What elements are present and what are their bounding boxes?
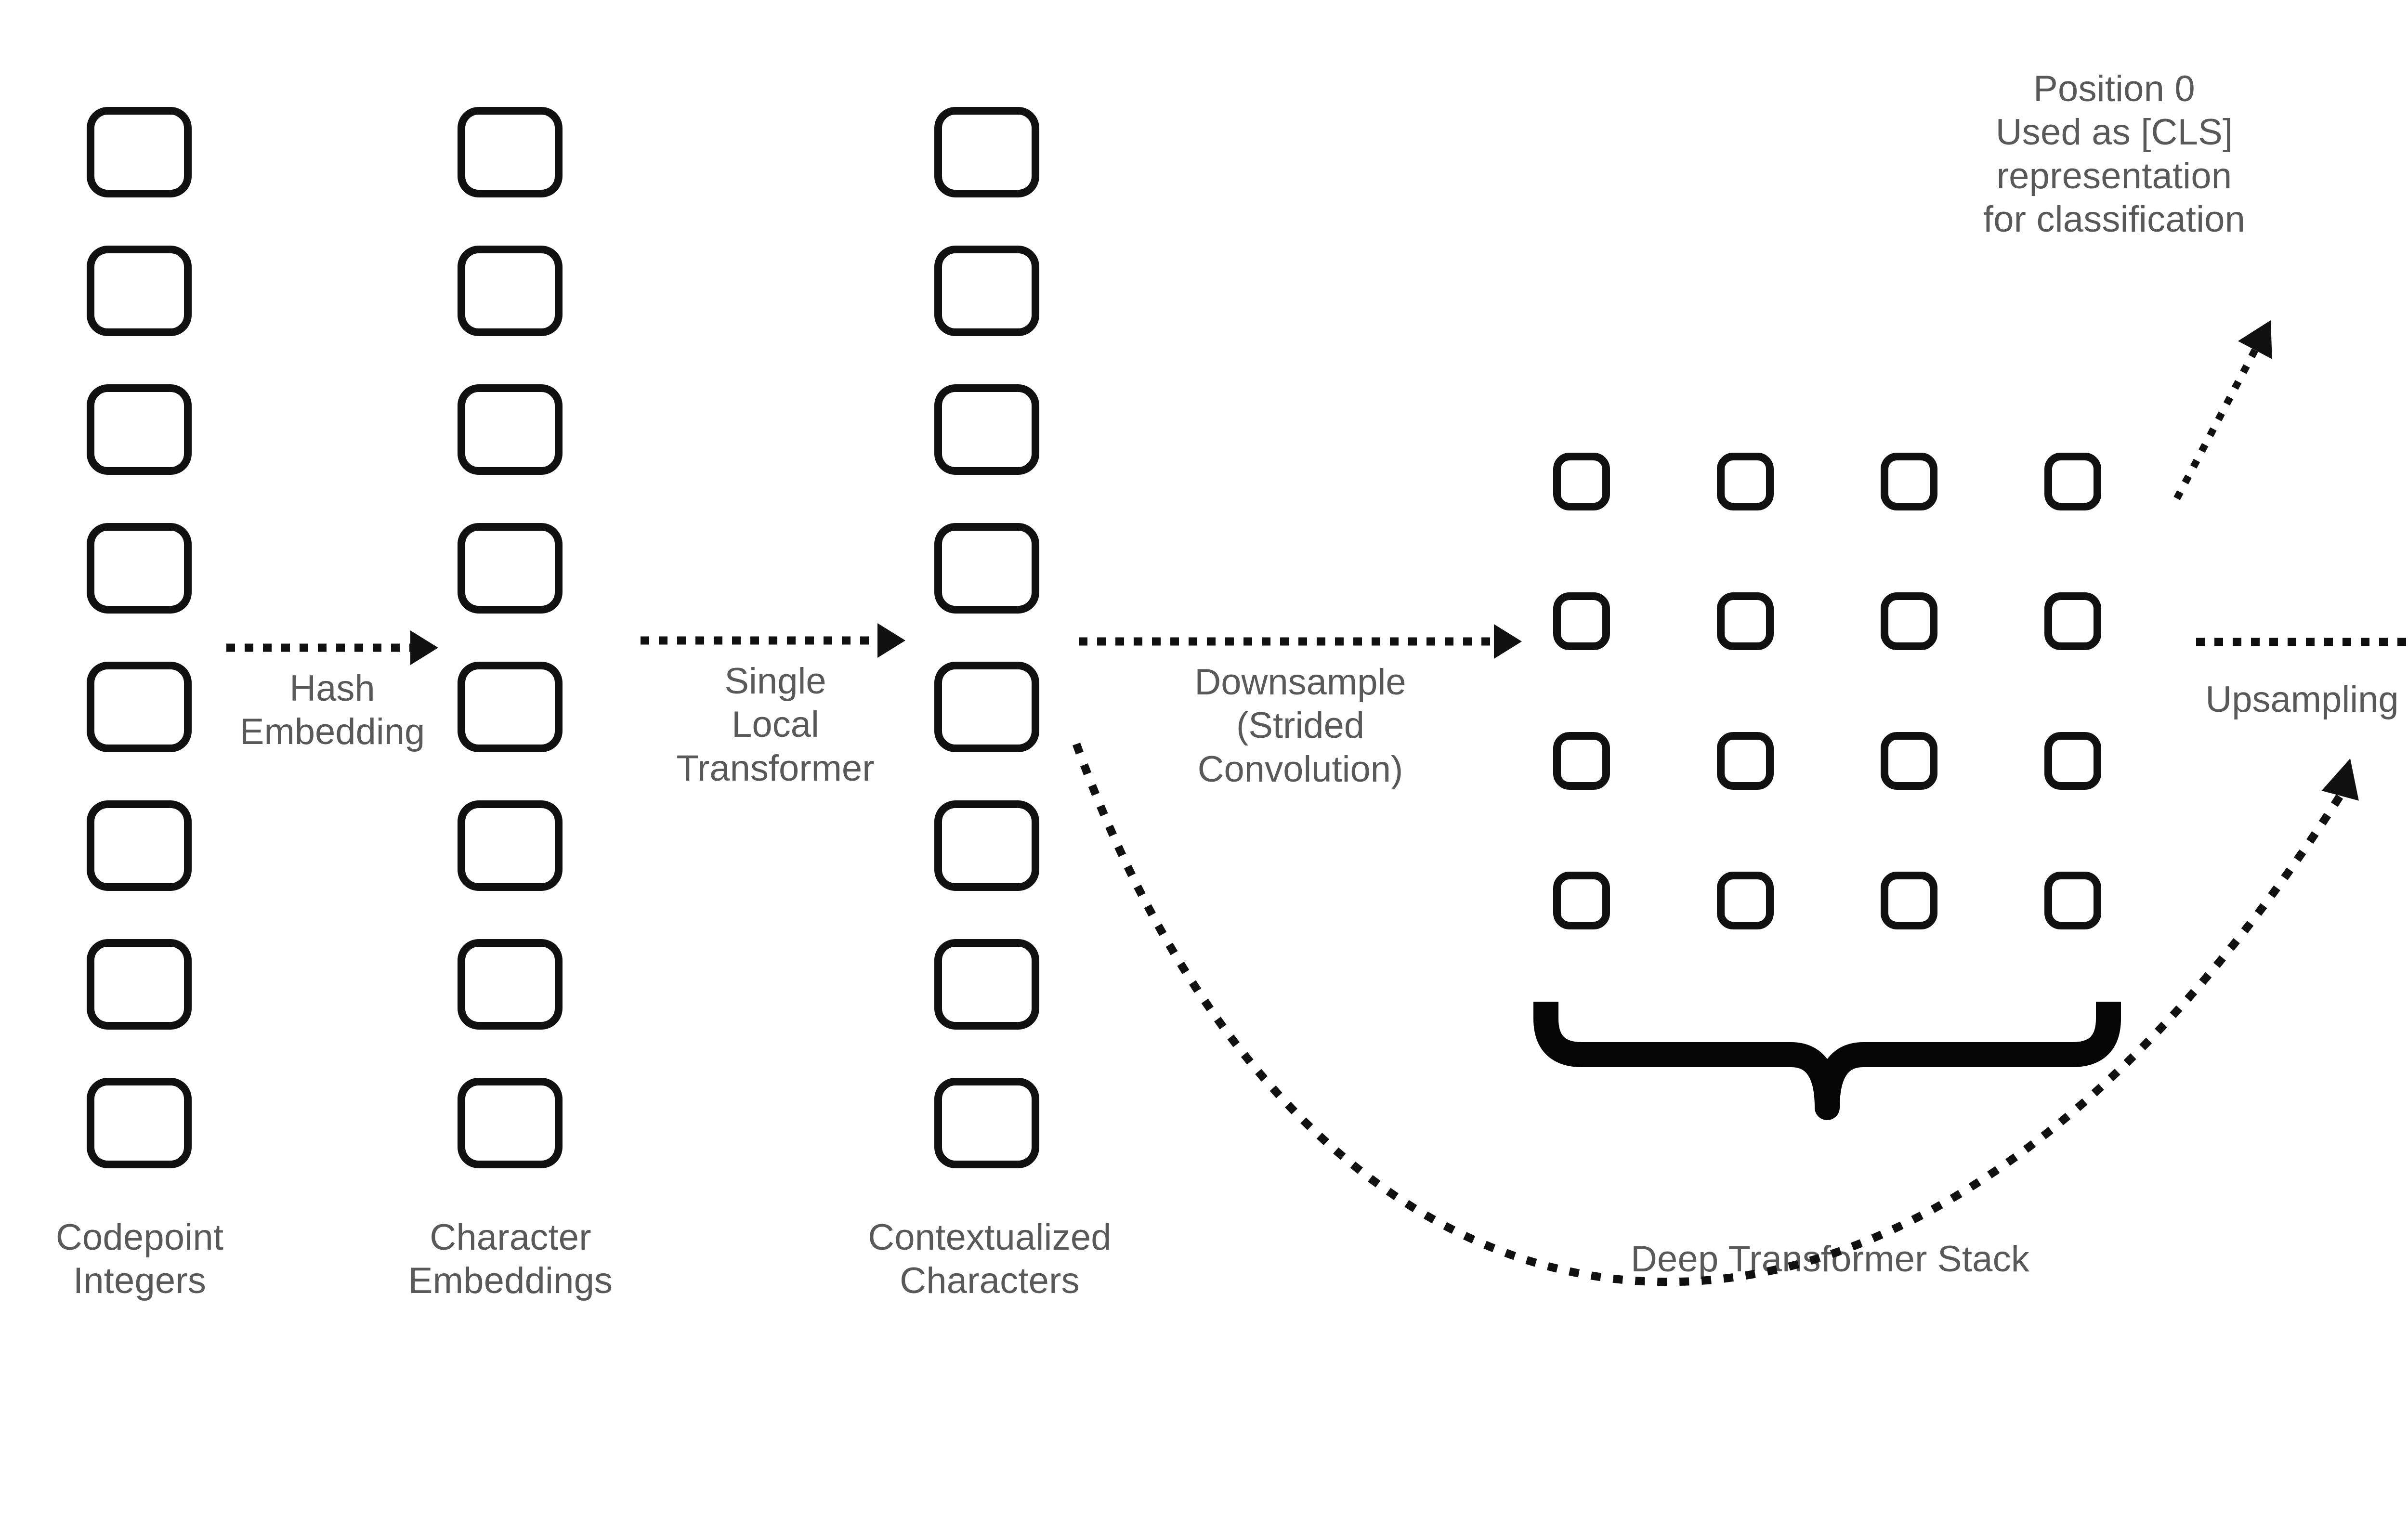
token-box: [458, 384, 563, 475]
arrow-head-hash-embedding: [410, 630, 438, 665]
transformer-cell: [1717, 453, 1774, 510]
column-label-contextualized-characters: Contextualized Characters: [868, 1217, 1112, 1302]
transformer-cell: [2044, 732, 2101, 790]
transformer-cell: [2044, 872, 2101, 929]
transformer-cell: [2044, 453, 2101, 510]
token-box: [87, 107, 192, 197]
token-box: [87, 800, 192, 891]
token-box: [87, 246, 192, 336]
transformer-cell: [1717, 732, 1774, 790]
residual-curve-arrowhead: [2321, 758, 2359, 801]
token-box: [934, 384, 1039, 475]
token-box: [934, 246, 1039, 336]
token-box: [87, 1078, 192, 1168]
transformer-cell: [1881, 732, 1937, 790]
token-box: [458, 939, 563, 1030]
arrow-label-upsampling: Upsampling: [2205, 679, 2399, 720]
transformer-cell: [1717, 872, 1774, 929]
arrow-label-single-local-transformer: Single Local Transformer: [676, 661, 875, 789]
token-box: [458, 662, 563, 752]
token-box: [458, 1078, 563, 1168]
token-box: [458, 800, 563, 891]
token-box: [934, 662, 1039, 752]
residual-curve-path: [1073, 743, 2344, 1286]
transformer-cell: [1717, 592, 1774, 650]
transformer-cell: [1881, 872, 1937, 929]
transformer-cell: [2044, 592, 2101, 650]
column-label-character-embeddings: Character Embeddings: [408, 1217, 613, 1302]
stack-label-deep-transformer-stack: Deep Transformer Stack: [1630, 1239, 2030, 1280]
token-box: [934, 800, 1039, 891]
annotation-arrow-head: [2238, 320, 2272, 359]
token-box: [458, 246, 563, 336]
annotation-arrow-shaft: [2173, 348, 2258, 500]
annotation-position-zero-cls: Position 0 Used as [CLS] representation …: [1983, 68, 2246, 240]
transformer-cell: [1881, 453, 1937, 510]
token-box: [934, 939, 1039, 1030]
arrow-label-hash-embedding: Hash Embedding: [239, 668, 425, 753]
transformer-stack-brace: [1533, 1002, 2121, 1120]
token-box: [934, 1078, 1039, 1168]
transformer-cell: [1553, 453, 1610, 510]
transformer-cell: [1553, 592, 1610, 650]
token-box: [87, 939, 192, 1030]
token-box: [87, 523, 192, 614]
arrow-head-downsample-strided-convolution: [1494, 624, 1522, 659]
token-box: [458, 107, 563, 197]
transformer-cell: [1881, 592, 1937, 650]
token-box: [87, 384, 192, 475]
column-label-codepoint-integers: Codepoint Integers: [55, 1217, 224, 1302]
token-box: [934, 523, 1039, 614]
arrow-label-downsample-strided-convolution: Downsample (Strided Convolution): [1194, 662, 1406, 790]
arrow-head-single-local-transformer: [877, 623, 905, 658]
token-box: [934, 107, 1039, 197]
token-box: [87, 662, 192, 752]
transformer-cell: [1553, 732, 1610, 790]
token-box: [458, 523, 563, 614]
transformer-cell: [1553, 872, 1610, 929]
